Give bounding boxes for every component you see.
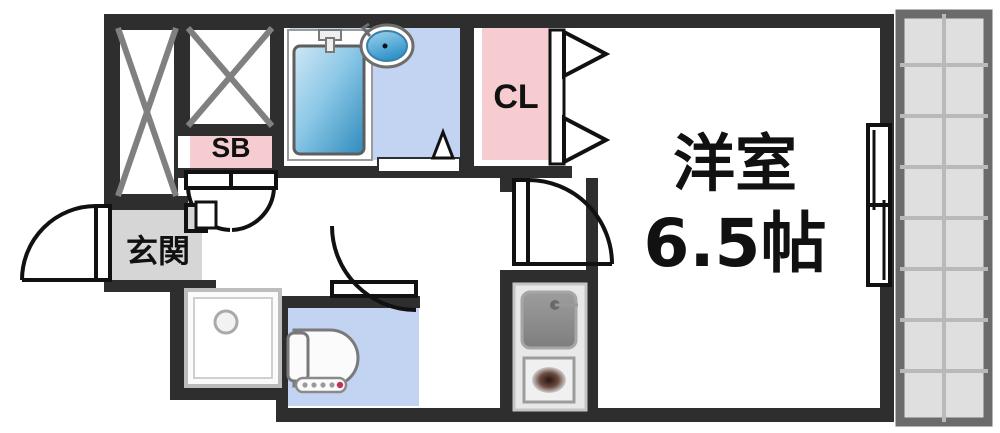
wall-bath-closet-divider bbox=[460, 28, 474, 178]
balcony-window[interactable] bbox=[866, 123, 892, 287]
bath-folding-door[interactable] bbox=[377, 127, 461, 173]
washbasin bbox=[359, 22, 415, 69]
shoebox-floor bbox=[190, 132, 272, 168]
toilet-control-panel bbox=[294, 376, 348, 394]
toilet-tank bbox=[286, 331, 310, 383]
wall-bottom bbox=[276, 408, 894, 422]
closet-label: CL bbox=[493, 78, 538, 116]
entrance-step bbox=[194, 200, 218, 230]
pipe-space-panel-right bbox=[185, 26, 275, 128]
wall-kitchen-door-jamb bbox=[500, 178, 514, 192]
wall-top bbox=[104, 14, 894, 28]
closet-folding-doors[interactable] bbox=[562, 28, 611, 166]
washing-machine-pan bbox=[184, 288, 282, 388]
wall-washer-bottom bbox=[170, 388, 288, 400]
kitchen-faucet bbox=[550, 300, 578, 310]
pipe-space-panels bbox=[115, 26, 275, 198]
main-room-size: 6.5帖 bbox=[644, 205, 827, 282]
wall-corridor-left bbox=[170, 280, 184, 400]
balcony bbox=[895, 9, 993, 427]
wall-kitchen-right bbox=[586, 178, 598, 410]
wall-bath-left bbox=[272, 28, 284, 178]
wall-kitchen-top bbox=[500, 270, 586, 284]
wall-ps-left-bottom bbox=[104, 196, 188, 210]
bathtub bbox=[292, 44, 366, 156]
pipe-space-panel-left bbox=[115, 26, 179, 198]
wall-ps-divider bbox=[176, 28, 188, 132]
wall-kitchen-left bbox=[500, 270, 514, 410]
wall-above-shoebox bbox=[176, 126, 280, 136]
closet-floor bbox=[482, 28, 550, 160]
entrance-door[interactable] bbox=[20, 204, 112, 282]
main-room-label: 洋室 6.5帖 bbox=[644, 127, 827, 282]
closet: CL bbox=[493, 28, 611, 166]
kitchen-sink bbox=[520, 290, 578, 350]
bathroom bbox=[287, 22, 461, 173]
shoebox-label: SB bbox=[212, 132, 251, 163]
room-door[interactable] bbox=[512, 178, 614, 266]
wall-left-upper bbox=[104, 14, 118, 210]
wall-closet-bottom bbox=[460, 166, 572, 178]
toilet bbox=[286, 225, 418, 394]
closet-door-panel[interactable] bbox=[548, 28, 566, 166]
entrance: 玄関 bbox=[20, 200, 218, 282]
toilet-door[interactable] bbox=[330, 225, 418, 312]
entrance-label: 玄関 bbox=[126, 232, 190, 270]
balcony-grid bbox=[900, 14, 988, 422]
kitchen-unit bbox=[512, 178, 614, 412]
main-room-name: 洋室 bbox=[673, 127, 797, 200]
stove-burner bbox=[532, 367, 566, 393]
shoebox-doors[interactable] bbox=[184, 170, 278, 233]
